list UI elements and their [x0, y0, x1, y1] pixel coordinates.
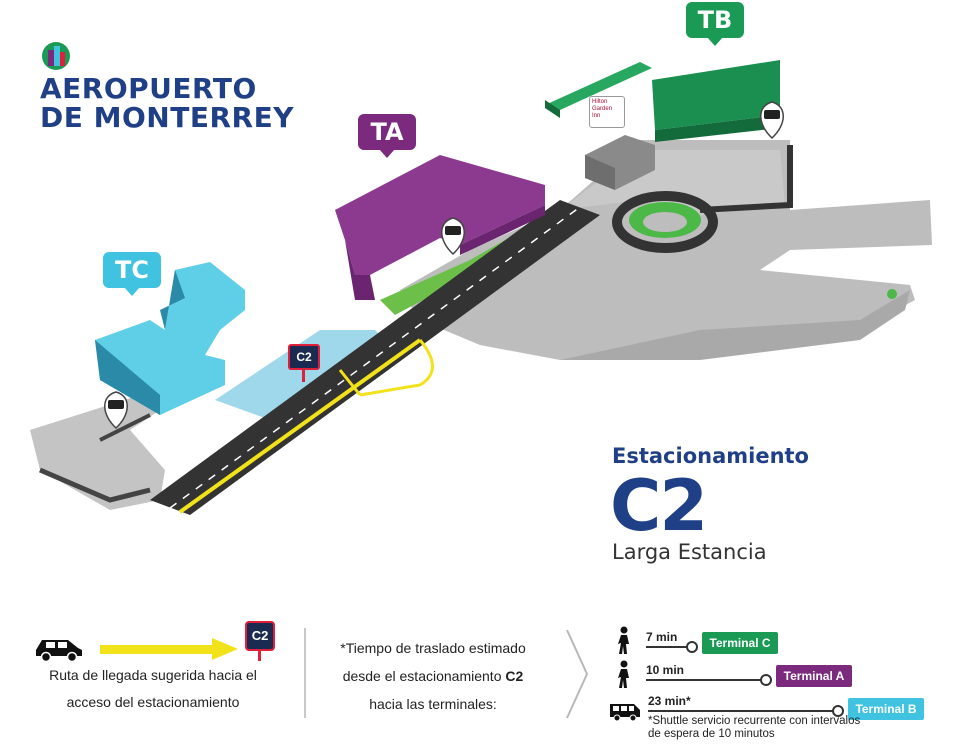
route-legend-line-2: acceso del estacionamiento: [66, 694, 240, 710]
transfer-time-a: 10 min: [646, 663, 685, 677]
parking-c2-map-sign: C2: [288, 344, 320, 370]
walk-icon: [618, 660, 629, 688]
time-note-line-2: desde el estacionamiento C2: [342, 668, 524, 684]
transfer-line-c: [646, 646, 688, 648]
shuttle-marker-tb: [760, 101, 784, 140]
walk-icon: [618, 626, 629, 654]
terminal-a-badge: TA: [358, 114, 416, 158]
main-road: [39, 145, 793, 515]
transfer-dot-a: [760, 674, 772, 686]
transfer-line-b: [648, 710, 834, 712]
hotel-sign: Hilton Garden Inn: [589, 96, 625, 128]
airport-logo: AEROPUERTO DE MONTERREY: [40, 74, 294, 132]
hotel-building: [585, 135, 655, 190]
parking-c2-sign-post: [302, 370, 305, 382]
shuttle-marker-ta: [441, 217, 465, 256]
logo-line-2: DE MONTERREY: [40, 101, 294, 134]
terminal-c-badge: TC: [103, 252, 161, 296]
terminal-c-building: [95, 262, 245, 415]
terminal-b-pill: Terminal B: [848, 698, 924, 720]
transfer-time-b: 23 min*: [648, 694, 691, 708]
legend-divider: [304, 628, 306, 718]
shuttle-marker-tc: [104, 391, 128, 430]
time-note-line-1: *Tiempo de traslado estimado: [340, 640, 526, 656]
chevron-right-icon: [566, 629, 589, 719]
terminal-a-building: [335, 155, 545, 300]
legend-parking-sign-post: [258, 651, 261, 661]
terminal-b-building: [545, 60, 780, 142]
logo-line-1: AEROPUERTO: [40, 72, 257, 105]
time-note-line-3: hacia las terminales:: [369, 696, 497, 712]
parking-subtitle: Estacionamiento: [612, 444, 809, 468]
route-arrow-icon: [100, 638, 238, 660]
car-icon: [36, 640, 82, 662]
airport-logo-icon: [42, 42, 70, 70]
parking-caption: Larga Estancia: [612, 540, 767, 564]
transfer-time-c: 7 min: [646, 630, 678, 644]
shuttle-icon: [610, 704, 640, 722]
parking-title: C2: [610, 465, 708, 547]
legend-parking-sign: C2: [245, 621, 275, 651]
terminal-b-badge: TB: [686, 2, 744, 46]
transfer-line-a: [646, 679, 762, 681]
route-legend-line-1: Ruta de llegada sugerida hacia el: [49, 667, 257, 683]
transfer-dot-b: [832, 705, 844, 717]
airport-map: [30, 60, 932, 515]
terminal-a-pill: Terminal A: [776, 665, 852, 687]
shuttle-note: *Shuttle servicio recurrente con interva…: [648, 715, 861, 740]
terminal-c-pill: Terminal C: [702, 632, 778, 654]
transfer-dot-c: [686, 641, 698, 653]
